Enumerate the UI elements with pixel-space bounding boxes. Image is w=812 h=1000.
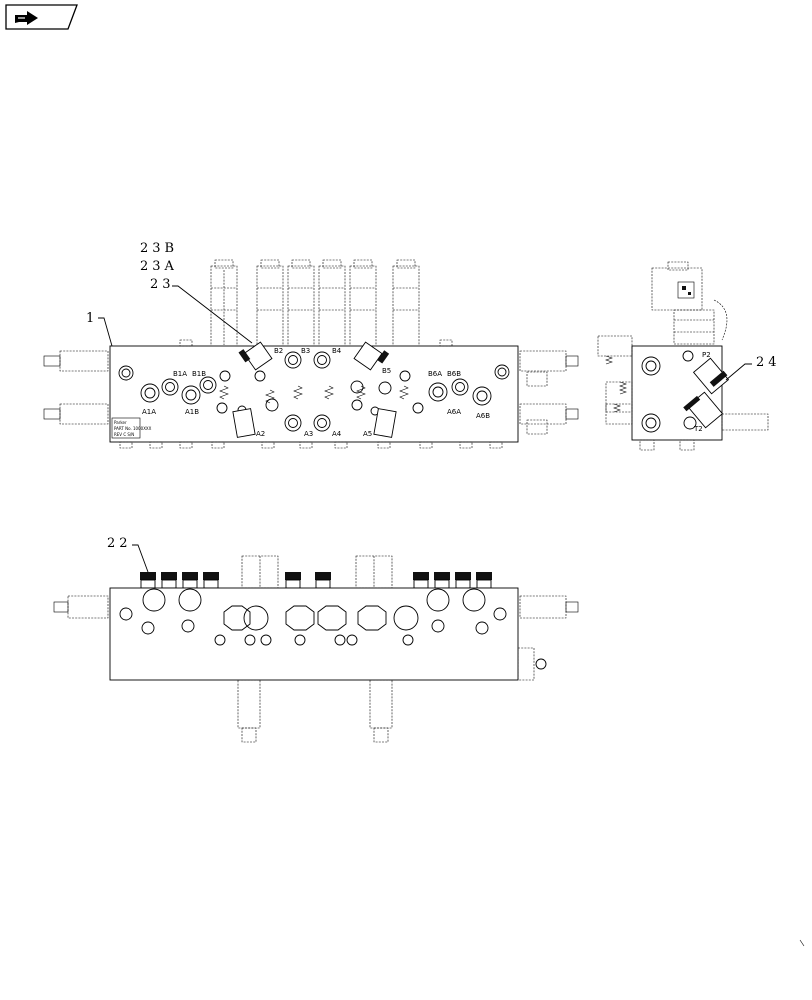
callout-23: 23 — [150, 277, 175, 292]
label-a1a: A1A — [142, 408, 156, 416]
callout-23a: 23A — [140, 259, 178, 274]
leader-22 — [132, 544, 149, 573]
callout-22: 22 — [107, 536, 132, 551]
nameplate-brand: Parker — [114, 420, 127, 425]
label-b4: B4 — [332, 347, 342, 355]
check-valve-springs — [219, 385, 409, 404]
front-view: Parker PART No. 1000XXX REV C S/N B1A B1… — [43, 241, 579, 449]
nameplate-line2: REV C S/N — [114, 432, 134, 437]
lower-ports — [119, 588, 547, 670]
arrow-right-icon — [15, 11, 38, 25]
label-b6b: B6B — [447, 370, 461, 378]
side-view: P2 T2 24 — [597, 261, 781, 451]
lower-view: 22 — [53, 536, 579, 743]
side-fittings-24 — [683, 357, 730, 429]
label-t2: T2 — [693, 425, 703, 433]
lower-manifold-body — [109, 587, 519, 681]
solenoid-stacks — [210, 259, 420, 349]
callout-23b: 23B — [140, 241, 178, 256]
label-b6a: B6A — [428, 370, 442, 378]
label-a6a: A6A — [447, 408, 461, 416]
front-callouts: 23B 23A 23 1 — [86, 241, 253, 347]
label-p2: P2 — [702, 351, 711, 359]
nameplate: Parker PART No. 1000XXX REV C S/N — [111, 417, 152, 439]
label-b1a: B1A — [173, 370, 187, 378]
leader-24 — [725, 363, 752, 381]
label-b3: B3 — [301, 347, 310, 355]
label-b2: B2 — [274, 347, 283, 355]
label-a2: A2 — [256, 430, 265, 438]
label-a3: A3 — [304, 430, 313, 438]
right-end-fittings — [519, 350, 579, 435]
label-a6b: A6B — [476, 412, 490, 420]
cartridge-fitting-23 — [232, 341, 397, 438]
nav-arrow-button[interactable] — [5, 4, 79, 30]
callout-24: 24 — [756, 355, 781, 370]
label-a1b: A1B — [185, 408, 199, 416]
label-a5: A5 — [363, 430, 372, 438]
leader-23 — [172, 285, 253, 344]
port-plugs-22 — [140, 572, 492, 589]
side-solenoid-detail — [677, 281, 695, 299]
port-labels: B1A B1B A1A A1B B2 B3 B4 B5 B6A B6B A6A … — [142, 347, 490, 438]
callout-1: 1 — [86, 311, 98, 326]
label-b1b: B1B — [192, 370, 206, 378]
page-mark — [799, 939, 805, 947]
left-end-fittings — [43, 350, 109, 425]
nameplate-line1: PART No. 1000XXX — [114, 426, 152, 431]
label-b5: B5 — [382, 367, 391, 375]
label-a4: A4 — [332, 430, 342, 438]
leader-1 — [98, 317, 113, 347]
bottom-fittings — [119, 339, 503, 449]
